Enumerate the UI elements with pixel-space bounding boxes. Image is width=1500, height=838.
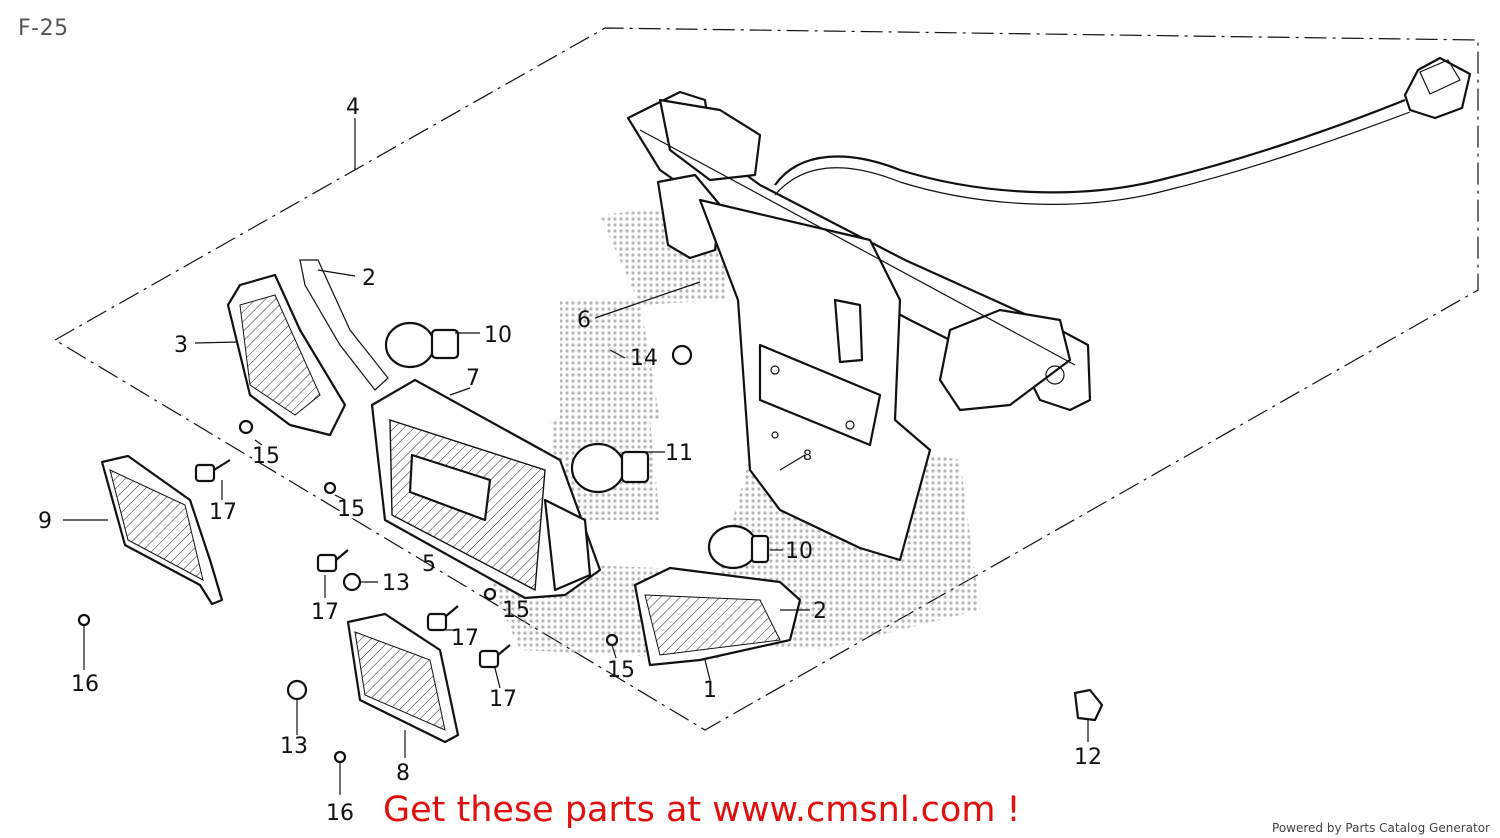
callout-6: 6 (577, 308, 591, 333)
callout-14: 14 (630, 346, 658, 371)
callout-16-bottom: 16 (326, 801, 354, 826)
tail-light-housing (370, 378, 602, 600)
cmsnl-banner-link[interactable]: Get these parts at www.cmsnl.com ! (383, 790, 1021, 830)
bulb-lower (707, 524, 770, 570)
footer-credit: Powered by Parts Catalog Generator (1272, 821, 1490, 835)
callout-7: 7 (466, 366, 480, 391)
callout-13-mid: 13 (382, 571, 410, 596)
assembly-boundary (54, 27, 1479, 731)
callout-8-bottom: 8 (396, 761, 410, 786)
callout-numbers: 1 2 2 3 4 5 6 7 8 8 9 10 10 11 12 13 13 … (38, 95, 1102, 826)
callout-15-d: 15 (607, 658, 635, 683)
callout-13-bottom: 13 (280, 734, 308, 759)
callout-9: 9 (38, 509, 52, 534)
callout-17-c: 17 (451, 626, 479, 651)
rear-carrier-bracket (626, 56, 1472, 562)
callout-17-a: 17 (209, 500, 237, 525)
callout-16-left: 16 (71, 672, 99, 697)
right-lens (633, 566, 802, 667)
callout-4: 4 (346, 95, 360, 120)
callout-5: 5 (422, 552, 436, 577)
bulb-middle (570, 442, 650, 494)
callout-15-b: 15 (337, 497, 365, 522)
fasteners (77, 344, 1104, 764)
callout-2-right: 2 (813, 599, 827, 624)
bulb-top (384, 321, 460, 369)
callout-17-d: 17 (489, 687, 517, 712)
callout-15-a: 15 (252, 444, 280, 469)
leader-lines (63, 118, 1089, 795)
callout-8-bracket: 8 (803, 448, 812, 464)
callout-2-top: 2 (362, 266, 376, 291)
side-reflector-left (226, 259, 389, 437)
callout-3: 3 (174, 333, 188, 358)
callout-15-c: 15 (502, 598, 530, 623)
left-lens (100, 454, 224, 606)
callout-17-b: 17 (311, 600, 339, 625)
callout-1: 1 (703, 678, 717, 703)
lower-lens (346, 612, 460, 744)
callout-12: 12 (1074, 745, 1102, 770)
diagram-title: F-25 (18, 16, 69, 41)
callout-11: 11 (665, 441, 693, 466)
callout-10-lower: 10 (785, 539, 813, 564)
callout-10-top: 10 (484, 323, 512, 348)
